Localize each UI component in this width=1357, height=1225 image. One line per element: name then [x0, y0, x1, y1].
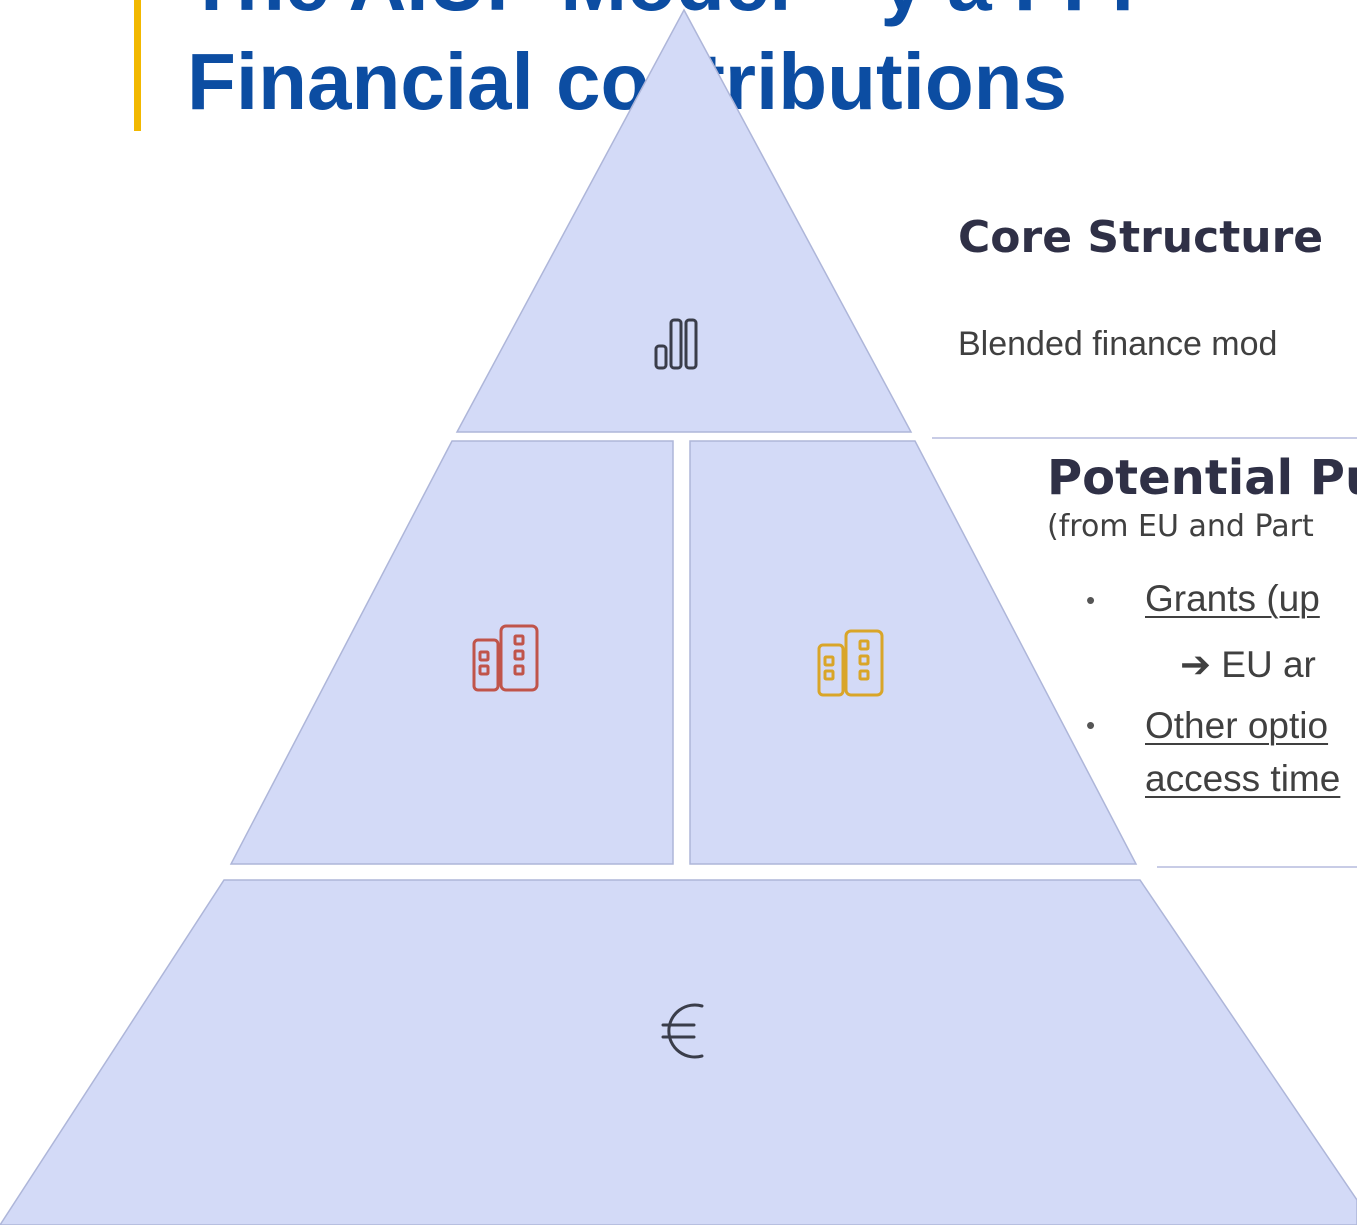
public-funding-heading: Potential Pu — [1047, 450, 1357, 506]
bar-chart-icon-strokes — [654, 318, 698, 370]
building-icon — [817, 629, 884, 697]
bar-chart-icon — [654, 318, 698, 370]
public-funding-subheading: (from EU and Part — [1047, 509, 1314, 544]
building-icon-left-strokes — [472, 624, 539, 692]
page-title: Financial contributions — [187, 37, 1068, 126]
pyramid-tier-top — [455, 8, 913, 433]
other-options-item: Other optio — [1145, 705, 1329, 746]
building-icon-right-strokes — [817, 629, 884, 697]
divider-core — [932, 437, 1357, 439]
divider-public — [1157, 866, 1357, 868]
bullet-grants: • — [1086, 585, 1096, 615]
euro-icon — [661, 1003, 704, 1059]
pyramid-tier-middle-left — [229, 440, 674, 865]
pyramid-tier-middle-right — [689, 440, 1138, 865]
grants-item: Grants (up — [1145, 578, 1320, 619]
other-options-item-continued: access time — [1145, 758, 1341, 799]
page-title-line-1: The AIUP Model – y a FFF — [187, 0, 1160, 28]
title-accent-bar — [134, 0, 141, 131]
building-icon — [472, 624, 539, 692]
core-structure-description: Blended finance mod — [958, 325, 1278, 363]
core-structure-heading: Core Structure — [958, 212, 1324, 263]
eu-subitem: ➔ EU ar — [1180, 644, 1316, 685]
euro-icon-strokes — [661, 1003, 704, 1059]
bullet-other: • — [1086, 710, 1096, 740]
